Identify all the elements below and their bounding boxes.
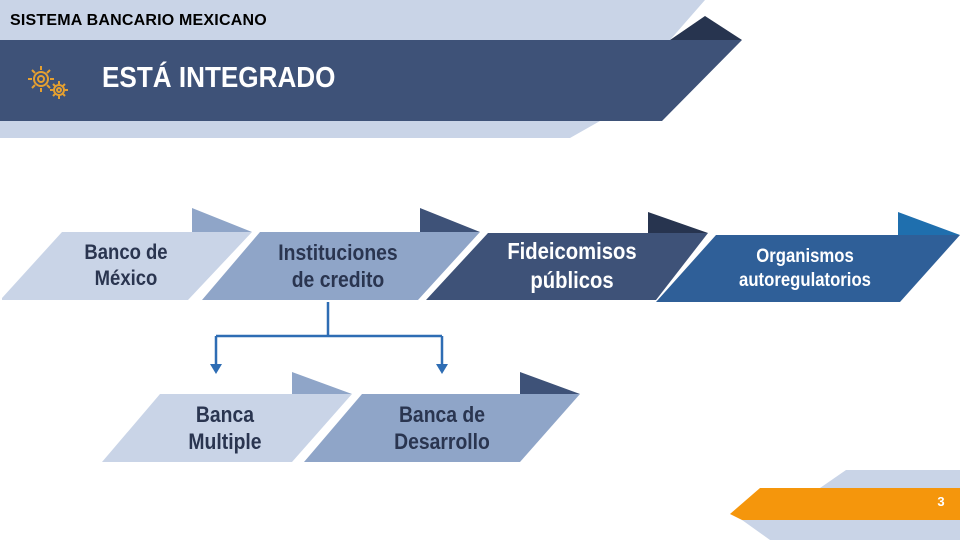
arrow-to-banca-multiple: [210, 364, 222, 374]
box-fideicomisos-line1: Fideicomisos: [507, 238, 637, 265]
box-banco-de-mexico-corner: [192, 208, 252, 232]
box-banca-de-desarrollo: Banca de Desarrollo: [370, 396, 514, 460]
box-instituciones-line1: Instituciones: [278, 239, 398, 265]
box-banca-desarrollo-shape: [304, 394, 580, 462]
box-banco-de-mexico-line1: Banco de: [84, 240, 168, 264]
box-banca-multiple: Banca Multiple: [168, 396, 282, 460]
header-light-band-top: [0, 0, 705, 40]
box-organismos-line1: Organismos: [756, 246, 854, 268]
gears-icon: [28, 66, 68, 99]
page-number: 3: [937, 494, 945, 509]
section-label: SISTEMA BANCARIO MEXICANO: [10, 12, 267, 29]
box-banco-de-mexico: Banco de México: [70, 234, 183, 298]
footer-light-band: [820, 470, 960, 488]
box-banca-multiple-corner: [292, 372, 352, 394]
box-instituciones-corner: [420, 208, 480, 232]
box-organismos-autoregulatorios: Organismos autoregulatorios: [723, 238, 887, 300]
box-banca-multiple-line1: Banca: [195, 401, 255, 427]
header-corner-triangle: [670, 16, 742, 40]
box-banca-desarrollo-corner: [520, 372, 580, 394]
box-fideicomisos-shape: [426, 233, 708, 300]
box-organismos-shape: [656, 235, 960, 302]
arrow-to-banca-desarrollo: [436, 364, 448, 374]
footer-orange-band: [730, 488, 960, 520]
box-fideicomisos-publicos: Fideicomisos públicos: [496, 234, 647, 298]
box-banca-multiple-shape: [102, 394, 352, 462]
box-organismos-corner: [898, 212, 960, 235]
footer-light-band-bottom: [742, 520, 960, 540]
box-banco-de-mexico-shape: [2, 232, 252, 300]
header-light-band-bottom: [0, 121, 600, 138]
box-banca-multiple-line2: Multiple: [188, 429, 262, 454]
box-banca-desarrollo-line1: Banca de: [398, 401, 486, 427]
box-fideicomisos-line2: públicos: [530, 267, 614, 293]
page-title: ESTÁ INTEGRADO: [102, 62, 336, 94]
box-instituciones-de-credito: Instituciones de credito: [266, 234, 410, 298]
box-organismos-line2: autoregulatorios: [739, 270, 871, 291]
box-banca-desarrollo-line2: Desarrollo: [394, 429, 490, 454]
box-fideicomisos-corner: [648, 212, 708, 233]
box-instituciones-line2: de credito: [291, 267, 385, 292]
box-instituciones-shape: [202, 232, 480, 300]
connector-lines: [214, 302, 444, 366]
header-dark-band: [0, 40, 742, 121]
box-banco-de-mexico-line2: México: [94, 267, 158, 290]
